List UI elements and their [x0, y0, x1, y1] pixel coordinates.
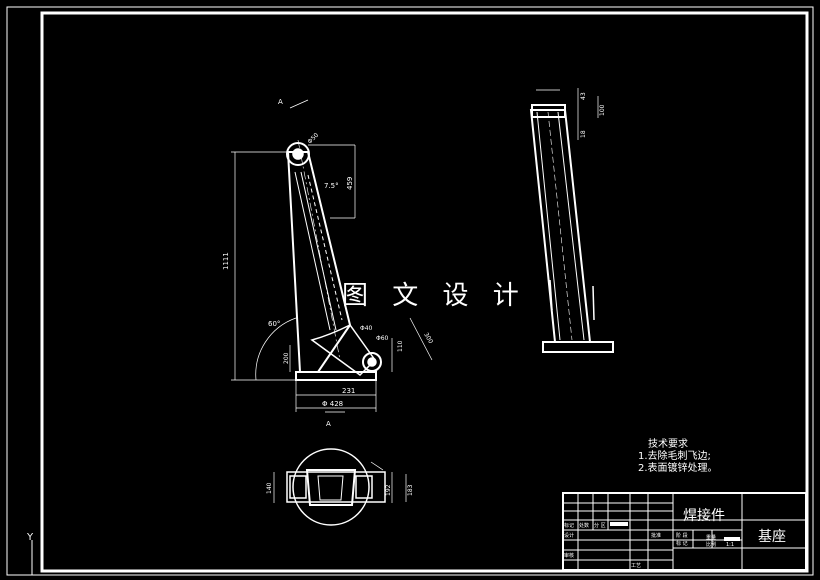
base-plate: [295, 371, 377, 381]
tb-small-label-2: 标 记: [676, 540, 688, 547]
side-cap: [531, 104, 566, 118]
section-label-bottom: A: [326, 420, 331, 428]
top-pin: [286, 142, 310, 166]
dim-base-width-inner: 231: [342, 387, 355, 395]
dim-slope-len: 300: [422, 332, 434, 346]
side-dim-100: 100: [599, 104, 606, 116]
plan-view: [273, 448, 407, 526]
plan-dim-183: 183: [407, 484, 414, 496]
technical-requirements: 技术要求 1.去除毛刺飞边; 2.表面镀锌处理。: [638, 439, 718, 475]
dim-upper-length: 459: [346, 177, 354, 190]
sheet-border-inner: [40, 11, 809, 573]
front-view: [231, 99, 433, 413]
title-block: [562, 492, 807, 571]
plan-dim-140: 140: [266, 482, 273, 494]
tb-row-label-2: 处数: [579, 522, 589, 529]
plan-circle: [292, 448, 370, 526]
tb-small-label-6: 批准: [651, 532, 661, 539]
angle-arc: [255, 317, 297, 381]
tech-req-item-1: 1.去除毛刺飞边;: [638, 451, 711, 462]
tb-row-label-3: 分 区: [594, 522, 606, 529]
tech-req-item-2: 2.表面镀锌处理。: [638, 463, 718, 474]
tb-row-label-4: 设计: [564, 532, 574, 539]
part-name-label: 基座: [758, 529, 786, 545]
title-block-fill-2: [724, 537, 740, 541]
part-type-label: 焊接件: [683, 508, 725, 524]
dim-angle-bottom: 60°: [268, 320, 280, 328]
dim-height-right: 110: [397, 340, 404, 352]
dim-base-width: Φ 428: [322, 400, 343, 408]
dim-overall-height: 1111: [222, 252, 230, 270]
column-body: [286, 151, 352, 373]
tb-small-label-5: 1:1: [726, 542, 734, 548]
title-block-fill-1: [610, 522, 628, 526]
sheet-border-outer: [6, 6, 814, 576]
tech-req-heading: 技术要求: [648, 439, 688, 450]
plan-dim-192: 192: [385, 484, 392, 496]
dim-angle-top: 7.5°: [324, 182, 339, 190]
dim-hole-dia: Φ60: [376, 335, 389, 342]
section-label-top: A: [278, 98, 283, 106]
tb-small-label-1: 阶 段: [676, 532, 688, 539]
tb-small-label-4: 比例: [706, 541, 716, 548]
dim-height-left: 200: [283, 352, 290, 364]
tb-row-label-5: 审核: [564, 552, 574, 559]
tb-row-label-6: 工艺: [631, 563, 641, 569]
tb-row-label-1: 标记: [564, 522, 574, 529]
tb-small-label-3: 重量: [706, 534, 716, 541]
bracket: [310, 324, 376, 376]
watermark-text: 图 文 设 计: [342, 281, 527, 311]
side-dim-43: 43: [580, 92, 587, 100]
side-view: [529, 88, 614, 353]
side-base-plate: [542, 341, 614, 353]
side-dim-18: 18: [580, 130, 587, 138]
dim-pin-dia: Φ40: [360, 325, 373, 332]
axis-y-label: Y: [26, 532, 34, 543]
dim-pin-dia-top: Φ50: [306, 132, 320, 146]
ucs-icon: [31, 540, 46, 576]
